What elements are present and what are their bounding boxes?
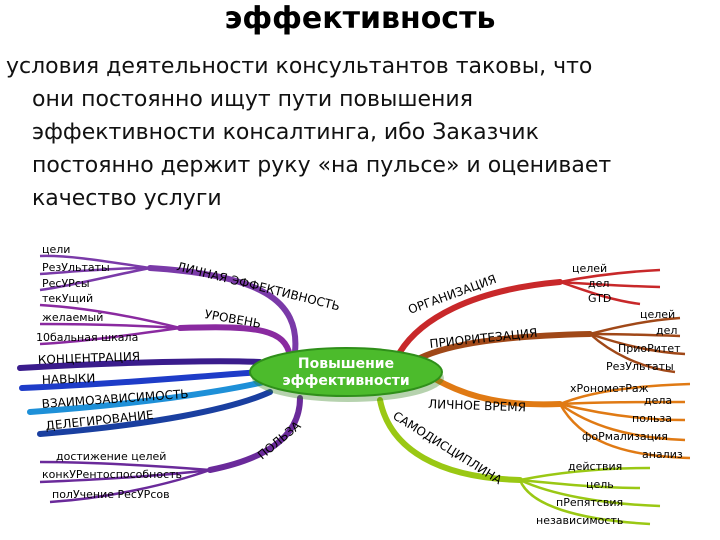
branch-label-personal-time: ЛИЧНОЕ ВРЕМЯ xyxy=(428,397,526,414)
branch-label-skills: НАВЫКИ xyxy=(42,371,96,387)
branch-concentration xyxy=(17,358,263,371)
leaf-label: анализ xyxy=(642,448,683,461)
leaf-label: ПриоРитет xyxy=(618,342,681,355)
leaf-label: польза xyxy=(632,412,672,425)
branch-delegation xyxy=(37,389,273,437)
leaf-line xyxy=(39,468,211,484)
center-node-line1: Повышение xyxy=(298,356,394,372)
leaf-line xyxy=(559,280,661,289)
center-node-line2: эффективности xyxy=(282,373,409,389)
leaf-line xyxy=(559,400,686,406)
leaf-line xyxy=(49,468,211,504)
leaf-line xyxy=(558,403,691,460)
leaf-label: достижение целей xyxy=(56,450,166,463)
leaf-line xyxy=(519,478,661,508)
leaf-line xyxy=(559,280,641,306)
slide-title: эффективность xyxy=(224,1,496,36)
leaf-line xyxy=(559,268,661,284)
leaf-label: РесУРсы xyxy=(42,277,90,290)
paragraph-line: эффективности консалтинга, ибо Заказчик xyxy=(32,120,539,145)
leaf-label: 10бальная шкала xyxy=(36,331,138,344)
leaf-label: цель xyxy=(586,478,614,491)
leaf-line xyxy=(589,316,681,336)
leaf-label: целей xyxy=(572,262,607,275)
branch-label-prioritization: ПРИОРИТЕЗАЦИЯ xyxy=(429,326,538,351)
leaf-line xyxy=(589,333,676,374)
branch-interdependence xyxy=(27,379,267,415)
leaf-line xyxy=(559,402,686,422)
leaf-line xyxy=(519,478,641,490)
branch-label-personal: ЛИЧНАЯ ЭФФЕКТИВНОСТЬ xyxy=(175,259,341,313)
leaf-label: дела xyxy=(644,394,672,407)
leaf-label: конкУРентоспособность xyxy=(42,468,182,481)
leaf-line xyxy=(559,382,691,406)
leaf-label: целей xyxy=(640,308,675,321)
paragraph-line: качество услуги xyxy=(32,186,222,211)
leaf-label: фоРмализация xyxy=(582,430,668,443)
leaf-line xyxy=(519,466,651,482)
leaf-label: хРонометРаж xyxy=(570,382,649,395)
center-node xyxy=(249,347,443,397)
leaf-label: цели xyxy=(42,244,70,256)
branch-label-benefit: ПОЛЬЗА xyxy=(255,418,304,462)
leaf-label: полУчение РесУРсов xyxy=(52,488,170,501)
leaf-label: текУщий xyxy=(42,292,93,305)
paragraph-line: они постоянно ищут пути повышения xyxy=(32,87,473,112)
leaf-line xyxy=(39,254,151,270)
leaf-label: GTD xyxy=(588,292,611,305)
leaf-label: независимость xyxy=(536,514,623,527)
leaf-line xyxy=(589,332,681,338)
leaf-line xyxy=(39,266,151,292)
leaf-label: дел xyxy=(656,324,677,337)
branch-personal-effectiveness xyxy=(147,265,299,355)
leaf-line xyxy=(39,460,211,472)
paragraph-line: условия деятельности консультантов таков… xyxy=(6,54,593,79)
leaf-line xyxy=(39,266,151,276)
paragraph-line: постоянно держит руку «на пульсе» и оцен… xyxy=(32,153,612,178)
branch-prioritization xyxy=(417,331,593,361)
branch-level xyxy=(177,324,293,359)
branch-personal-time xyxy=(427,373,563,408)
leaf-line xyxy=(39,326,181,346)
slide-paragraph: условия деятельности консультантов таков… xyxy=(6,50,712,215)
leaf-line xyxy=(518,479,651,526)
leaf-line xyxy=(39,322,181,330)
leaf-label: желаемый xyxy=(42,311,103,324)
branch-label-concentration: КОНЦЕНТРАЦИЯ xyxy=(38,349,141,367)
branch-organization xyxy=(397,279,563,355)
leaf-label: действия xyxy=(568,460,622,473)
leaf-label: пРепятсвия xyxy=(556,496,623,509)
branch-benefit xyxy=(207,395,303,473)
leaf-line xyxy=(39,303,181,330)
leaf-line xyxy=(589,332,686,356)
leaf-line xyxy=(559,402,686,442)
leaf-label: дел xyxy=(588,277,609,290)
mind-map: ЛИЧНАЯ ЭФФЕКТИВНОСТЬ цели РезУльтаты Рес… xyxy=(17,244,691,527)
leaf-label: РезУльтаты xyxy=(606,360,674,373)
branch-self-discipline xyxy=(377,397,523,483)
branch-skills xyxy=(19,369,265,391)
leaf-label: РезУльтаты xyxy=(42,261,110,274)
